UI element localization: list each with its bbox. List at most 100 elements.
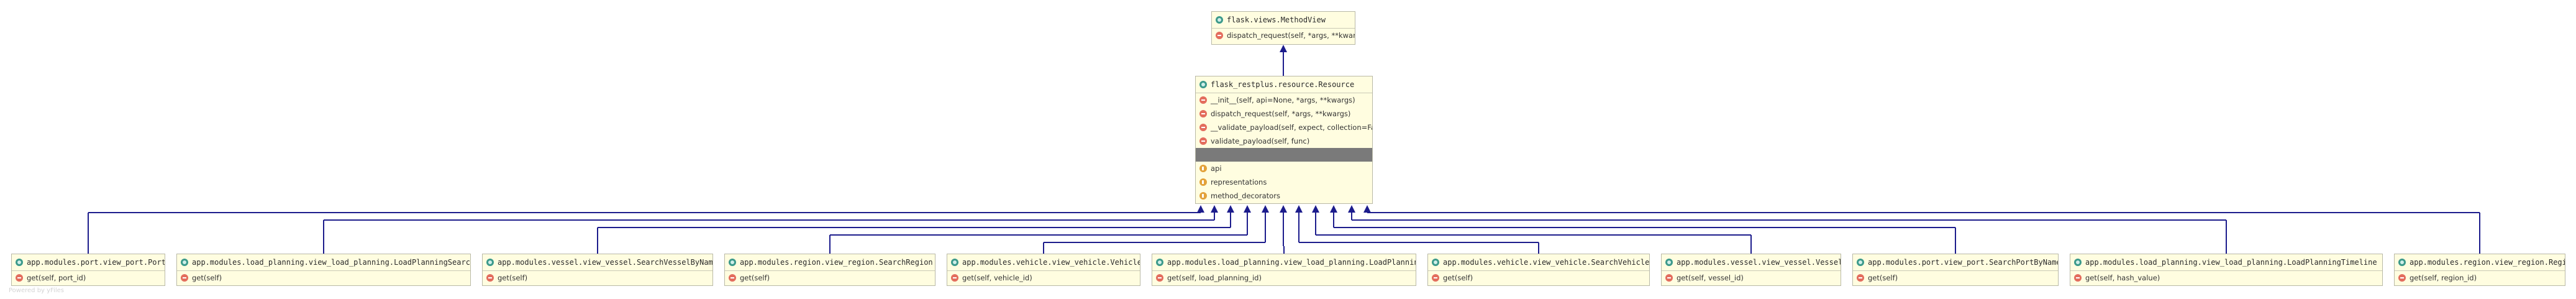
- class-search-vehicle[interactable]: app.modules.vehicle.view_vehicle.SearchV…: [1427, 254, 1650, 286]
- class-title: app.modules.vehicle.view_vehicle.SearchV…: [1443, 258, 1649, 267]
- method-row: get(self, vessel_id): [1662, 271, 1841, 285]
- class-icon: [1432, 259, 1439, 266]
- method-icon: [1432, 274, 1439, 282]
- method-text: get(self, hash_value): [2085, 274, 2160, 282]
- method-text: get(self): [192, 274, 222, 282]
- class-icon: [1857, 259, 1864, 266]
- class-load-planning[interactable]: app.modules.load_planning.view_load_plan…: [1152, 254, 1416, 286]
- class-title: flask.views.MethodView: [1227, 16, 1326, 24]
- method-row: __init__(self, api=None, *args, **kwargs…: [1196, 93, 1372, 107]
- class-search-region[interactable]: app.modules.region.view_region.SearchReg…: [724, 254, 935, 286]
- class-vessel[interactable]: app.modules.vessel.view_vessel.Vessel ge…: [1661, 254, 1841, 286]
- method-text: get(self, vessel_id): [1677, 274, 1744, 282]
- method-icon: [1199, 110, 1207, 117]
- method-text: __validate_payload(self, expect, collect…: [1211, 123, 1372, 132]
- arrow-head: [1363, 205, 1371, 213]
- class-header: app.modules.load_planning.view_load_plan…: [1152, 254, 1416, 271]
- method-row: dispatch_request(self, *args, **kwargs): [1212, 29, 1355, 42]
- method-text: validate_payload(self, func): [1211, 137, 1310, 145]
- class-header: app.modules.vessel.view_vessel.SearchVes…: [483, 254, 712, 271]
- arrow-head: [1295, 205, 1303, 213]
- field-text: api: [1211, 164, 1222, 173]
- method-row: get(self): [1428, 271, 1649, 285]
- method-icon: [1665, 274, 1673, 282]
- class-title: app.modules.vessel.view_vessel.Vessel: [1677, 258, 1841, 267]
- class-header: flask.views.MethodView: [1212, 12, 1355, 29]
- class-load-planning-timeline[interactable]: app.modules.load_planning.view_load_plan…: [2070, 254, 2383, 286]
- class-header: flask_restplus.resource.Resource: [1196, 76, 1372, 93]
- arrow-head: [1312, 205, 1319, 213]
- method-text: get(self): [1868, 274, 1898, 282]
- method-icon: [1156, 274, 1163, 282]
- field-text: method_decorators: [1211, 191, 1280, 200]
- arrow-head: [1211, 205, 1218, 213]
- class-header: app.modules.vehicle.view_vehicle.Vehicle: [947, 254, 1140, 271]
- method-text: __init__(self, api=None, *args, **kwargs…: [1211, 96, 1355, 104]
- method-row: validate_payload(self, func): [1196, 134, 1372, 148]
- method-text: get(self, load_planning_id): [1167, 274, 1262, 282]
- class-resource[interactable]: flask_restplus.resource.Resource __init_…: [1195, 76, 1373, 204]
- class-title: app.modules.region.view_region.SearchReg…: [740, 258, 933, 267]
- class-icon: [951, 259, 958, 266]
- arrow-head: [1280, 205, 1287, 213]
- method-text: get(self, vehicle_id): [962, 274, 1032, 282]
- class-search-vessel-by-name[interactable]: app.modules.vessel.view_vessel.SearchVes…: [482, 254, 713, 286]
- class-region[interactable]: app.modules.region.view_region.Region ge…: [2394, 254, 2565, 286]
- class-icon: [486, 259, 494, 266]
- class-header: app.modules.region.view_region.SearchReg…: [725, 254, 935, 271]
- class-header: app.modules.vessel.view_vessel.Vessel: [1662, 254, 1841, 271]
- method-row: get(self, vehicle_id): [947, 271, 1140, 285]
- method-icon: [1857, 274, 1864, 282]
- class-title: flask_restplus.resource.Resource: [1211, 80, 1355, 89]
- class-header: app.modules.load_planning.view_load_plan…: [177, 254, 470, 271]
- class-icon: [181, 259, 188, 266]
- class-title: app.modules.port.view_port.Port: [27, 258, 165, 267]
- class-search-port-by-name[interactable]: app.modules.port.view_port.SearchPortByN…: [1852, 254, 2059, 286]
- method-row: get(self, load_planning_id): [1152, 271, 1416, 285]
- arrow-head: [1244, 205, 1251, 213]
- class-title: app.modules.port.view_port.SearchPortByN…: [1868, 258, 2058, 267]
- method-icon: [2074, 274, 2082, 282]
- class-methodview[interactable]: flask.views.MethodView dispatch_request(…: [1211, 11, 1355, 45]
- field-row: representations: [1196, 175, 1372, 189]
- method-row: get(self, port_id): [12, 271, 165, 285]
- method-row: dispatch_request(self, *args, **kwargs): [1196, 107, 1372, 121]
- section-separator: [1196, 148, 1372, 162]
- method-row: get(self, hash_value): [2070, 271, 2382, 285]
- class-header: app.modules.region.view_region.Region: [2395, 254, 2565, 271]
- class-load-planning-search[interactable]: app.modules.load_planning.view_load_plan…: [176, 254, 471, 286]
- class-icon: [16, 259, 23, 266]
- method-icon: [1199, 137, 1207, 145]
- method-row: get(self): [177, 271, 470, 285]
- method-row: get(self): [483, 271, 712, 285]
- method-icon: [181, 274, 188, 282]
- class-vehicle[interactable]: app.modules.vehicle.view_vehicle.Vehicle…: [947, 254, 1140, 286]
- class-title: app.modules.vehicle.view_vehicle.Vehicle: [962, 258, 1140, 267]
- method-row: get(self): [725, 271, 935, 285]
- method-icon: [729, 274, 736, 282]
- class-icon: [2074, 259, 2082, 266]
- arrow-head: [1280, 45, 1287, 52]
- arrow-head: [1227, 205, 1234, 213]
- class-icon: [1216, 16, 1223, 24]
- method-icon: [1199, 96, 1207, 104]
- class-icon: [729, 259, 736, 266]
- method-text: dispatch_request(self, *args, **kwargs): [1211, 109, 1351, 118]
- class-icon: [1199, 81, 1207, 88]
- class-header: app.modules.port.view_port.SearchPortByN…: [1853, 254, 2058, 271]
- method-row: get(self, region_id): [2395, 271, 2565, 285]
- class-header: app.modules.port.view_port.Port: [12, 254, 165, 271]
- method-icon: [2398, 274, 2406, 282]
- field-row: method_decorators: [1196, 189, 1372, 203]
- method-icon: [1216, 32, 1223, 39]
- method-text: get(self): [1443, 274, 1473, 282]
- method-text: get(self, port_id): [27, 274, 86, 282]
- field-icon: [1199, 192, 1207, 200]
- class-title: app.modules.load_planning.view_load_plan…: [1167, 258, 1416, 267]
- class-port[interactable]: app.modules.port.view_port.Port get(self…: [11, 254, 165, 286]
- class-title: app.modules.region.view_region.Region: [2410, 258, 2565, 267]
- class-header: app.modules.vehicle.view_vehicle.SearchV…: [1428, 254, 1649, 271]
- arrow-head: [1330, 205, 1337, 213]
- method-icon: [1199, 124, 1207, 131]
- method-row: __validate_payload(self, expect, collect…: [1196, 121, 1372, 134]
